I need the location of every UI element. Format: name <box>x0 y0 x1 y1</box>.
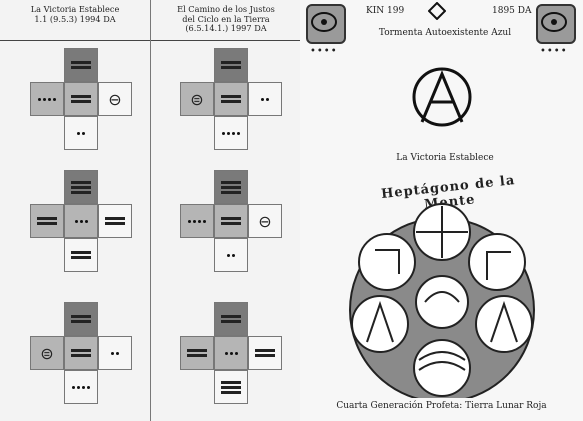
cross-d-right <box>248 82 282 116</box>
year-bearer-left-dots: •••• <box>310 46 338 57</box>
cross-c-bottom <box>64 370 98 404</box>
cross-b-left <box>30 204 64 238</box>
cross-b-bottom <box>64 238 98 272</box>
cross-a-bottom <box>64 116 98 150</box>
cross-d-left: ⊜ <box>180 82 214 116</box>
cross-e-center <box>214 204 248 238</box>
left-panel: La Victoria Establece 1.1 (9.5.3) 1994 D… <box>0 0 301 421</box>
subtitle: Tormenta Autoexistente Azul <box>340 28 550 38</box>
cross-a-right: ⊖ <box>98 82 132 116</box>
cross-f-center <box>214 336 248 370</box>
cross-d-bottom <box>214 116 248 150</box>
column-title-2: El Camino de los Justos del Ciclo en la … <box>151 5 301 34</box>
cross-c-top <box>64 302 98 336</box>
cross-b-top <box>64 170 98 204</box>
cross-c-left: ⊜ <box>30 336 64 370</box>
cross-b-right <box>98 204 132 238</box>
title-rule-1 <box>0 40 150 41</box>
storm-glyph-icon <box>410 60 474 134</box>
cross-a-left <box>30 82 64 116</box>
cross-a-top <box>64 48 98 82</box>
cross-e-right: ⊖ <box>248 204 282 238</box>
right-panel: •••• KIN 199 1895 DA •••• Tormenta Autoe… <box>300 0 583 421</box>
year-bearer-left-icon <box>306 4 346 44</box>
column-divider <box>150 0 151 421</box>
cross-c-right <box>98 336 132 370</box>
mid-caption: La Victoria Establece <box>340 153 550 163</box>
cross-f-left <box>180 336 214 370</box>
cross-f-top <box>214 302 248 336</box>
cross-e-bottom <box>214 238 248 272</box>
year-bearer-right-dots: •••• <box>540 46 568 57</box>
cross-a-center <box>64 82 98 116</box>
cross-d-center <box>214 82 248 116</box>
title-rule-2 <box>151 40 301 41</box>
heptagon-diagram <box>349 192 535 398</box>
year-label: 1895 DA <box>492 6 531 16</box>
kin-label: KIN 199 <box>366 6 404 16</box>
column-title-1: La Victoria Establece 1.1 (9.5.3) 1994 D… <box>0 5 150 24</box>
cross-e-left <box>180 204 214 238</box>
bottom-caption: Cuarta Generación Profeta: Tierra Lunar … <box>300 401 583 411</box>
cross-e-top <box>214 170 248 204</box>
cross-d-top <box>214 48 248 82</box>
cross-c-center <box>64 336 98 370</box>
cross-f-right <box>248 336 282 370</box>
cross-b-center <box>64 204 98 238</box>
diamond-icon <box>428 2 446 20</box>
year-bearer-right-icon <box>536 4 576 44</box>
cross-f-bottom <box>214 370 248 404</box>
